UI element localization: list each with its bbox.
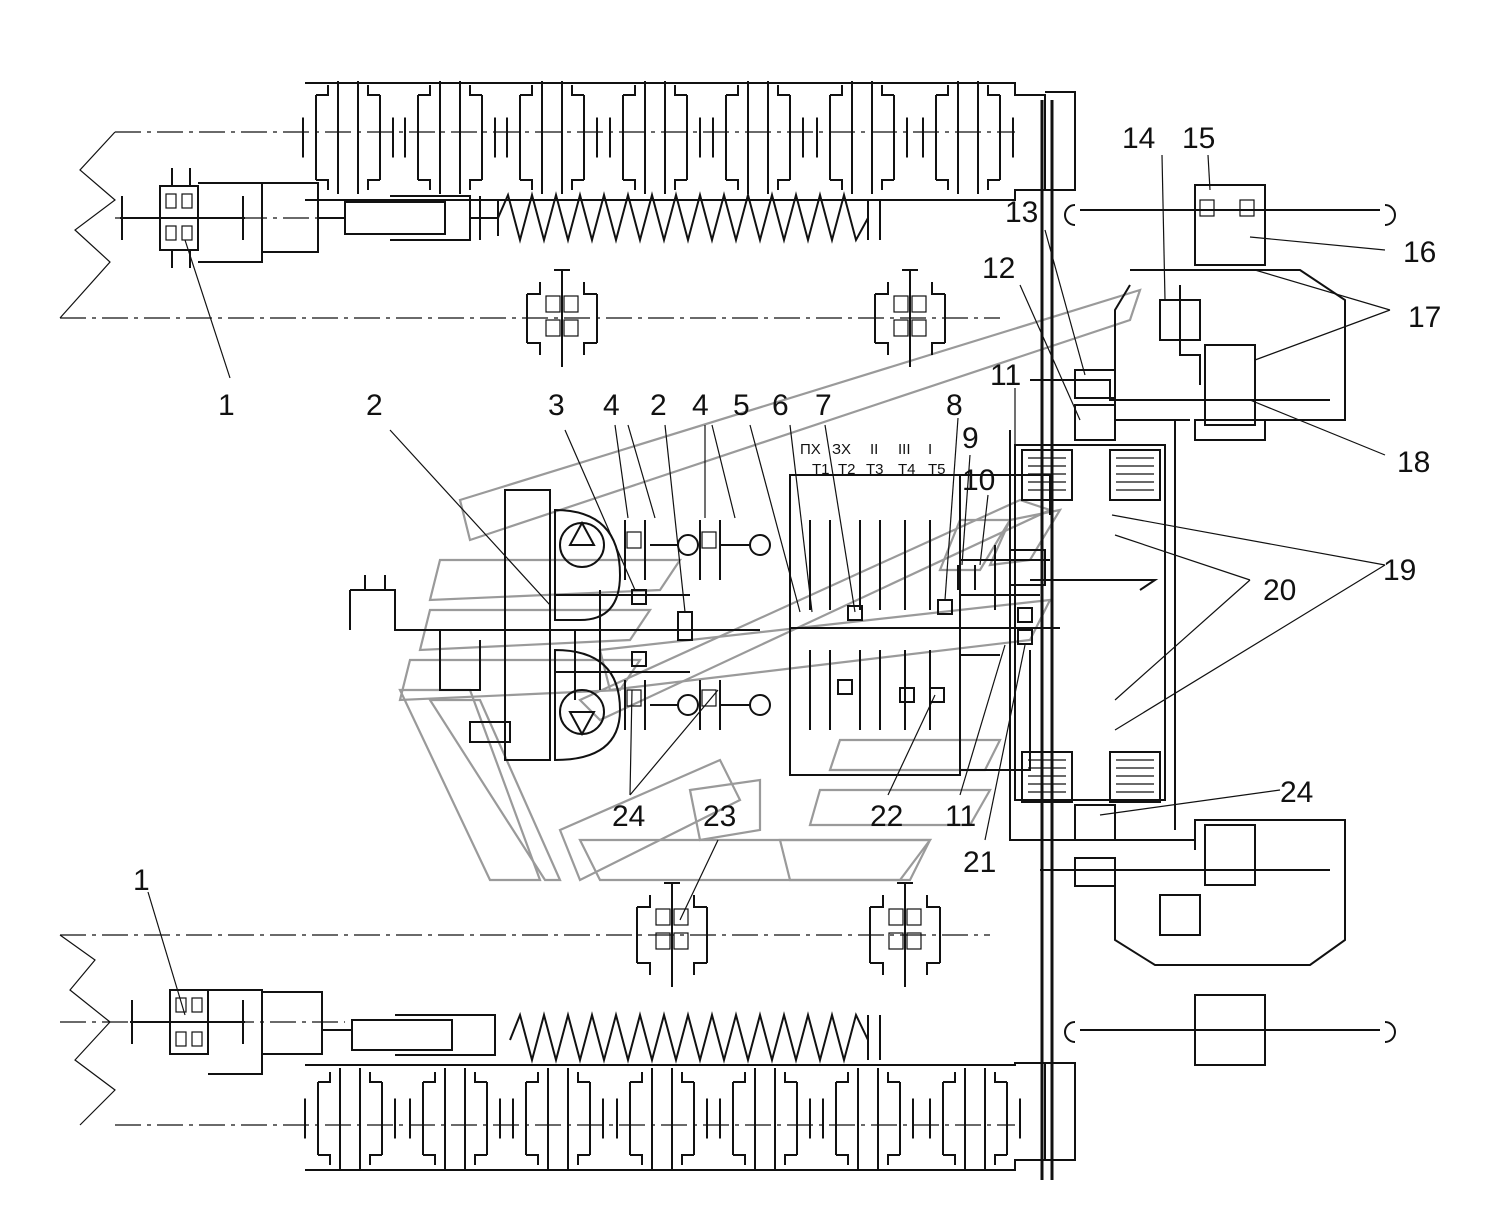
upper-roller-5 — [712, 81, 804, 194]
callout-1-upper: 1 — [218, 389, 235, 422]
callout-13: 13 — [1005, 196, 1038, 229]
callout-24-lower-right: 24 — [1280, 776, 1313, 809]
callout-14: 14 — [1122, 122, 1155, 155]
upper-track-rollers — [302, 81, 1014, 194]
callout-20: 20 — [1263, 574, 1296, 607]
support-roller-4 — [869, 882, 941, 987]
gear-sublabel-t5: T5 — [928, 461, 946, 478]
gear-label-forward: ПХ — [800, 441, 821, 458]
callout-1-lower: 1 — [133, 864, 150, 897]
callout-17: 17 — [1408, 301, 1441, 334]
clutch-packs — [1021, 449, 1161, 803]
callout-4-left: 4 — [603, 389, 620, 422]
gear-sublabel-t2: T2 — [838, 461, 856, 478]
final-drive-lower — [1040, 804, 1396, 1066]
callout-4-right: 4 — [692, 389, 709, 422]
gear-sublabel-t3: T3 — [866, 461, 884, 478]
upper-roller-6 — [816, 81, 908, 194]
lower-roller-6 — [822, 1068, 914, 1169]
callout-3: 3 — [548, 389, 565, 422]
lower-roller-2 — [409, 1068, 501, 1169]
gear-sublabel-t4: T4 — [898, 461, 916, 478]
callout-12: 12 — [982, 252, 1015, 285]
upper-roller-3 — [506, 81, 598, 194]
callout-16: 16 — [1403, 236, 1436, 269]
callout-18: 18 — [1397, 446, 1430, 479]
support-roller-3 — [636, 882, 708, 987]
upper-roller-7 — [922, 81, 1014, 194]
callout-11-upper: 11 — [990, 359, 1021, 392]
callout-6: 6 — [772, 389, 789, 422]
callout-2-left: 2 — [366, 389, 383, 422]
lower-track-frame — [305, 1062, 1076, 1171]
gear-range-labels: ПХ ЗХ II III I T1 T2 T3 T4 T5 — [800, 441, 946, 478]
callout-labels: 1 2 3 4 2 4 5 6 7 8 9 10 11 12 13 14 15 … — [133, 122, 1441, 897]
callout-5: 5 — [733, 389, 750, 422]
gear-label-3: III — [898, 441, 911, 458]
lower-roller-7 — [929, 1068, 1021, 1169]
final-drive-upper — [1009, 184, 1396, 841]
callout-2-right: 2 — [650, 389, 667, 422]
clutch-pack-1 — [1021, 449, 1073, 501]
leader-lines — [147, 154, 1391, 1016]
callout-21: 21 — [963, 846, 996, 879]
callout-22: 22 — [870, 800, 903, 833]
support-rollers — [526, 269, 946, 987]
callout-19: 19 — [1383, 554, 1416, 587]
lower-roller-4 — [616, 1068, 708, 1169]
support-roller-2 — [874, 269, 946, 367]
upper-roller-1 — [302, 81, 394, 194]
lower-roller-3 — [512, 1068, 604, 1169]
callout-15: 15 — [1182, 122, 1215, 155]
upper-roller-4 — [609, 81, 701, 194]
callout-7: 7 — [815, 389, 832, 422]
support-roller-1 — [526, 269, 598, 367]
clutch-pack-3 — [1021, 751, 1073, 803]
lower-roller-5 — [719, 1068, 811, 1169]
gear-label-reverse: ЗХ — [832, 441, 851, 458]
callout-9: 9 — [962, 422, 979, 455]
callout-10: 10 — [962, 464, 995, 497]
upper-roller-2 — [404, 81, 496, 194]
axis-lines — [59, 131, 1015, 1126]
gear-sublabel-t1: T1 — [812, 461, 830, 478]
gear-label-2: II — [870, 441, 878, 458]
upper-idler-assembly — [120, 168, 881, 268]
callout-24-lower-left: 24 — [612, 800, 645, 833]
callout-23: 23 — [703, 800, 736, 833]
callout-8: 8 — [946, 389, 963, 422]
lower-idler-assembly — [130, 989, 881, 1075]
torque-converter — [349, 489, 760, 762]
clutch-pack-4 — [1109, 751, 1161, 803]
upper-track-frame — [305, 82, 1076, 1180]
lower-track-rollers — [304, 1068, 1021, 1169]
clutch-pack-2 — [1109, 449, 1161, 501]
gear-label-1: I — [928, 441, 932, 458]
callout-11-lower: 11 — [945, 800, 976, 833]
lower-roller-1 — [304, 1068, 396, 1169]
